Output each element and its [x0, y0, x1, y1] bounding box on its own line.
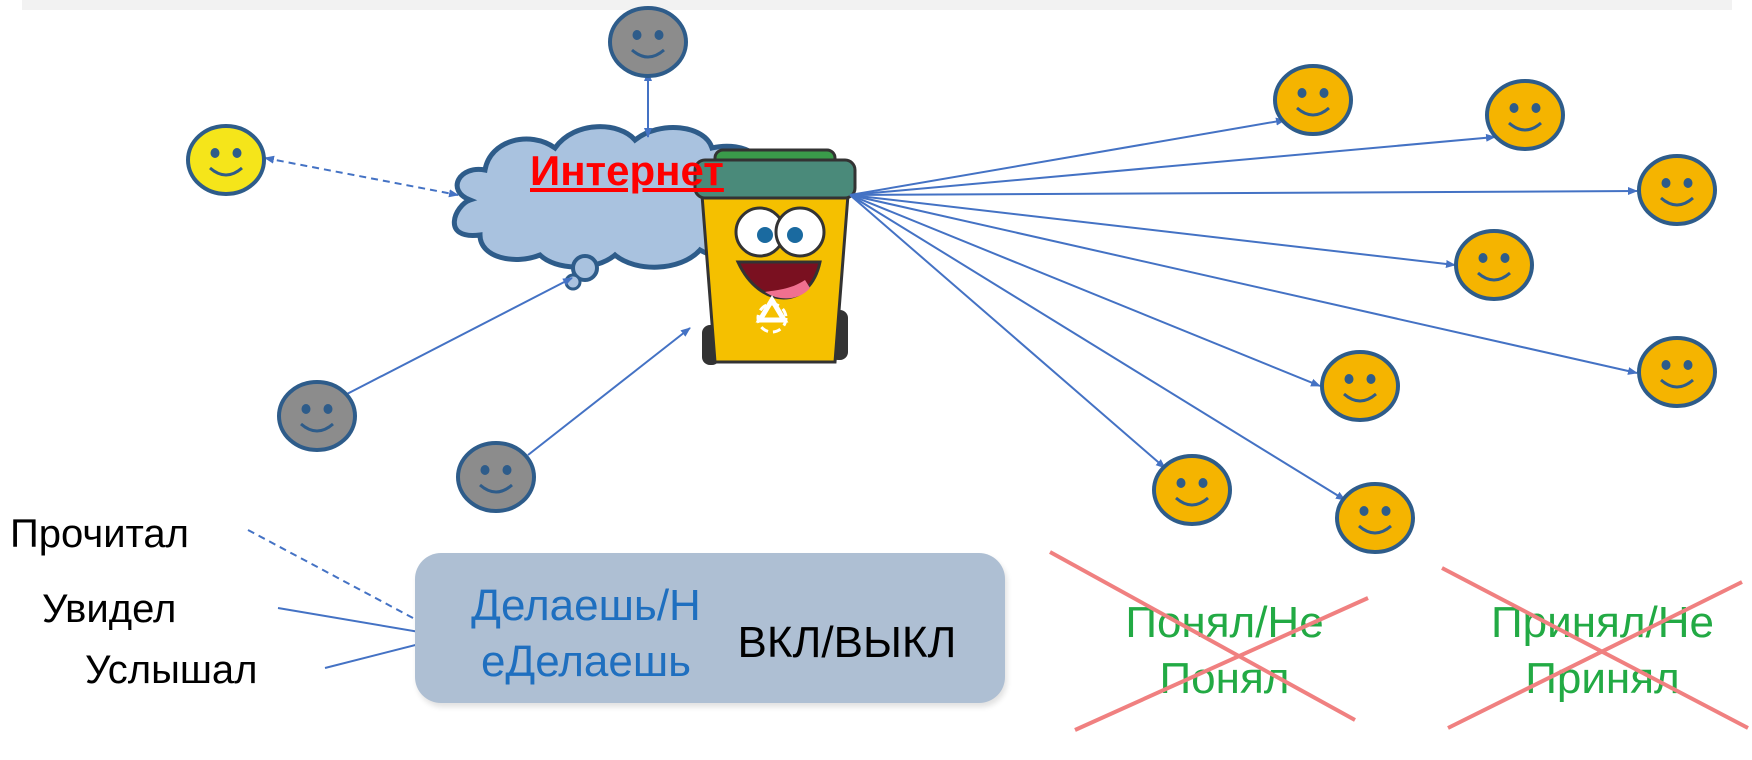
arrow-left-gray: [344, 277, 573, 396]
smiley-face-icon: [277, 380, 357, 452]
internet-label: Интернет: [530, 147, 724, 194]
smiley-face-icon: [1335, 482, 1415, 554]
smiley-face-icon: [608, 6, 688, 78]
smiley-face-icon: [1152, 454, 1232, 526]
dashed-arrow-yellow: [264, 155, 459, 198]
output-arrows: [849, 117, 1638, 501]
input-label-read: Прочитал: [10, 512, 190, 556]
outcome-accepted: Принял/НеПринял: [1491, 598, 1714, 703]
action-box: [415, 553, 1005, 703]
smiley-face-icon: [186, 124, 266, 196]
smiley-face-icon: [1454, 229, 1534, 301]
top-bar: [22, 0, 1732, 10]
smiley-face-icon: [1273, 64, 1353, 136]
arrow-bottom-gray: [527, 327, 691, 456]
smiley-face-icon: [1485, 79, 1565, 151]
recycle-icon: [755, 295, 789, 334]
smiley-face-icon: [1637, 154, 1717, 226]
smiley-face-icon: [456, 441, 536, 513]
input-label-saw: Увидел: [42, 587, 177, 631]
smiley-face-icon: [1320, 350, 1400, 422]
action-do-label: Делаешь/НеДелаешь: [471, 581, 701, 686]
dashed-arrow-read: [247, 529, 444, 635]
trash-bin-mascot-icon: [693, 148, 857, 365]
input-label-heard: Услышал: [85, 648, 258, 692]
smiley-face-icon: [1637, 336, 1717, 408]
outcome-understood: Понял/НеПонял: [1125, 598, 1324, 703]
action-switch-label: ВКЛ/ВЫКЛ: [737, 618, 957, 667]
